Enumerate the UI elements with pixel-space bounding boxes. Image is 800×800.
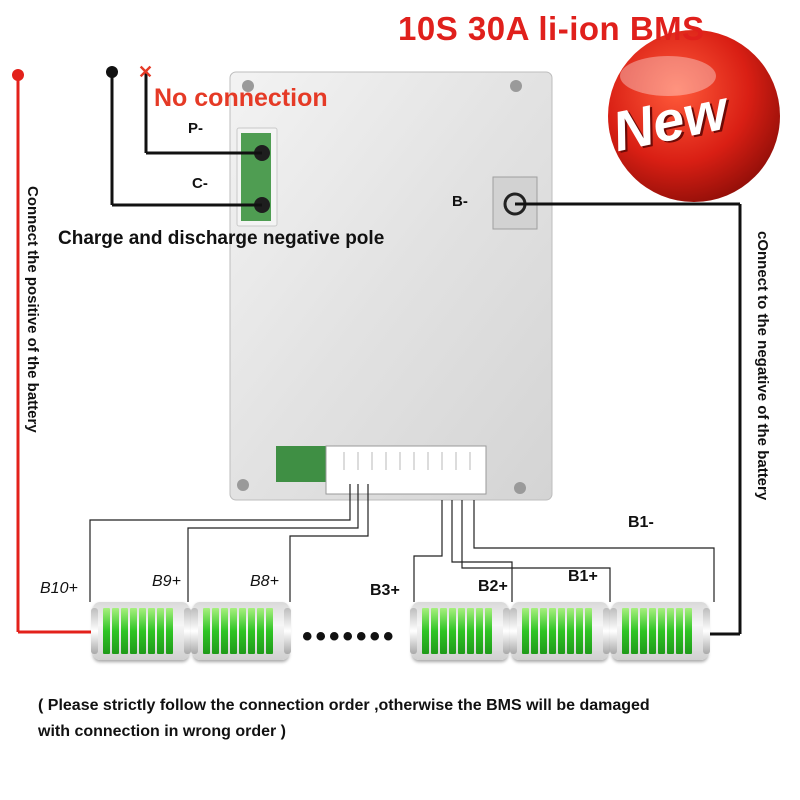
- p-minus-label: P-: [188, 120, 203, 137]
- b1-minus-label: B1-: [628, 514, 654, 531]
- balance-lead-wires: [89, 484, 715, 602]
- left-side-label: Connect the positive of the battery: [24, 186, 41, 433]
- warning-note-line-1: ( Please strictly follow the connection …: [38, 697, 650, 714]
- positive-end-dot: [12, 69, 24, 81]
- b10-plus-label: B10+: [40, 580, 78, 597]
- positive-wire: [16, 75, 96, 634]
- battery-cell-b9: [191, 602, 291, 660]
- battery-cell-b3: [410, 602, 510, 660]
- screw-icon: [237, 479, 249, 491]
- battery-cell-b1: [610, 602, 710, 660]
- warning-note-line-2: with connection in wrong order ): [38, 723, 286, 740]
- battery-cell-b10: [91, 602, 191, 660]
- screw-icon: [510, 80, 522, 92]
- charge-discharge-label: Charge and discharge negative pole: [58, 228, 385, 249]
- c-minus-wire: [110, 72, 262, 207]
- no-connection-x-icon: ✕: [138, 62, 153, 82]
- battery-cell-b2: [510, 602, 610, 660]
- b3-plus-label: B3+: [370, 582, 400, 599]
- p-minus-wire: [144, 70, 262, 155]
- ellipsis-dots: •••••••: [302, 620, 397, 653]
- b8-plus-label: B8+: [250, 573, 279, 590]
- no-connection-label: No connection: [154, 84, 328, 112]
- b1-plus-label: B1+: [568, 568, 598, 585]
- page-title: 10S 30A li-ion BMS: [398, 10, 705, 47]
- b2-plus-label: B2+: [478, 578, 508, 595]
- b9-plus-label: B9+: [152, 573, 181, 590]
- right-side-label: cOnnect to the negative of the battery: [754, 231, 771, 501]
- c-minus-label: C-: [192, 175, 208, 192]
- screw-icon: [242, 80, 254, 92]
- b-minus-label: B-: [452, 193, 468, 210]
- new-badge-icon: [608, 30, 780, 202]
- bms-board: [229, 71, 553, 501]
- negative-wire: [515, 202, 742, 636]
- screw-icon: [514, 482, 526, 494]
- c-minus-end-dot: [106, 66, 118, 78]
